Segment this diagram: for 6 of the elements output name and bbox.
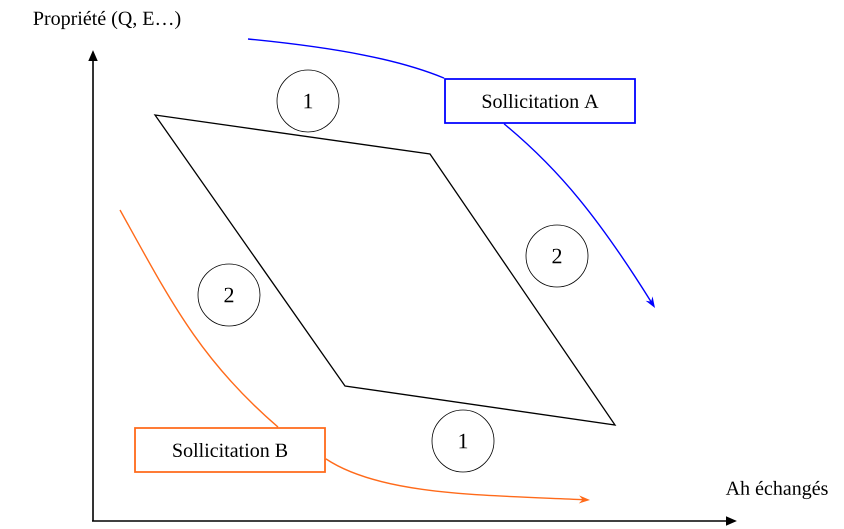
axis-label: Ah échangés	[726, 480, 828, 500]
axis-label: Propriété (Q, E…)	[33, 10, 180, 30]
label-box: Sollicitation A	[444, 78, 636, 124]
curved-line	[248, 38, 444, 79]
label-box: Sollicitation B	[134, 427, 326, 473]
curved-line	[119, 210, 278, 428]
